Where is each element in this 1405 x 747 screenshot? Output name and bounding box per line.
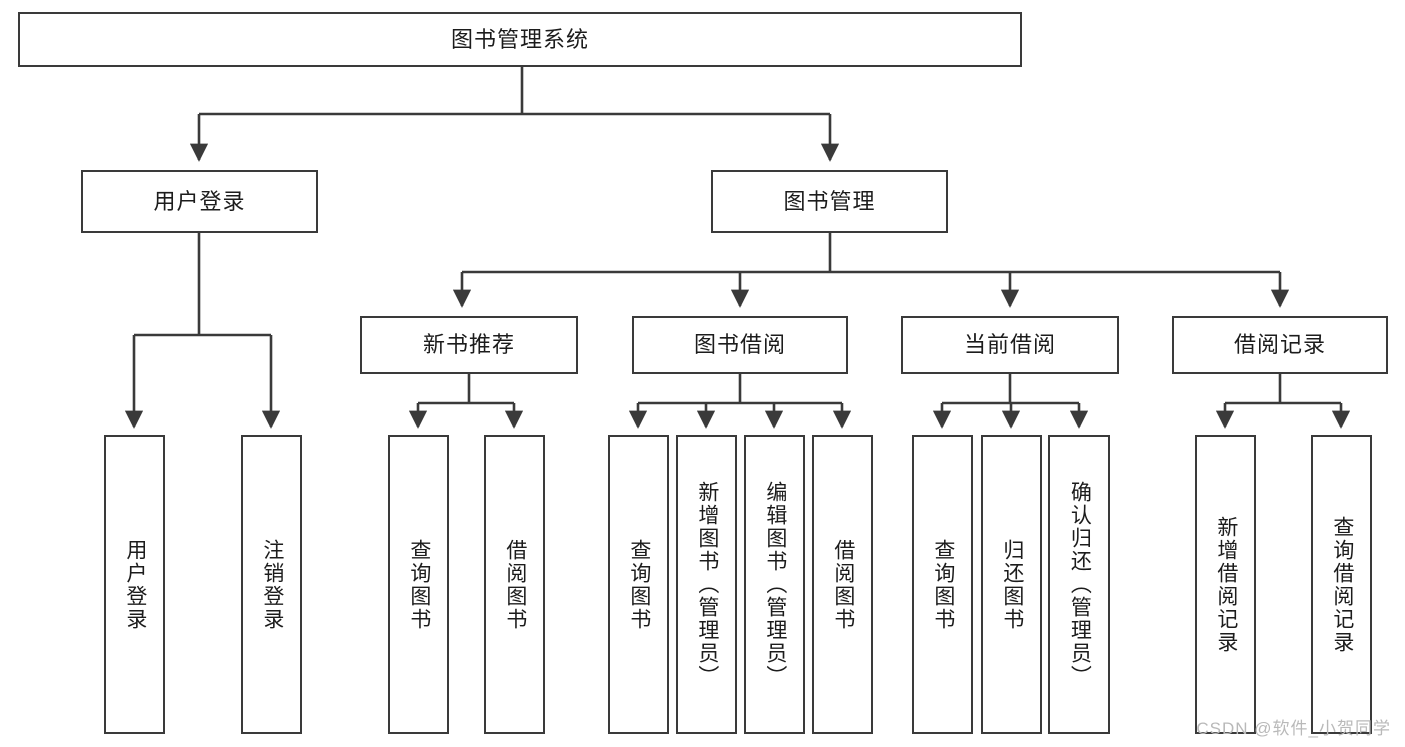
node-label: 编辑图书（管理员） [763, 481, 787, 688]
node-borrow-record[interactable]: 借阅记录 [1172, 316, 1388, 374]
leaf-current-return-book[interactable]: 归还图书 [981, 435, 1042, 734]
leaf-user-login[interactable]: 用户登录 [104, 435, 165, 734]
node-label: 归还图书 [1000, 538, 1024, 631]
leaf-recommend-query-book[interactable]: 查询图书 [388, 435, 449, 734]
leaf-borrow-edit-book[interactable]: 编辑图书（管理员） [744, 435, 805, 734]
node-label: 新增借阅记录 [1214, 515, 1238, 654]
leaf-record-query-record[interactable]: 查询借阅记录 [1311, 435, 1372, 734]
node-label: 新书推荐 [422, 332, 515, 358]
leaf-current-query-book[interactable]: 查询图书 [912, 435, 973, 734]
leaf-current-confirm-return[interactable]: 确认归还（管理员） [1048, 435, 1110, 734]
leaf-record-add-record[interactable]: 新增借阅记录 [1195, 435, 1256, 734]
node-label: 图书管理 [783, 188, 876, 214]
node-label: 确认归还（管理员） [1068, 481, 1092, 688]
node-label: 借阅记录 [1233, 332, 1326, 358]
node-label: 用户登录 [153, 188, 246, 214]
node-label: 查询图书 [407, 538, 431, 631]
node-label: 当前借阅 [963, 332, 1056, 358]
node-label: 用户登录 [123, 538, 147, 631]
node-label: 查询图书 [931, 538, 955, 631]
node-current-borrow[interactable]: 当前借阅 [901, 316, 1119, 374]
node-label: 借阅图书 [831, 538, 855, 631]
leaf-user-logout[interactable]: 注销登录 [241, 435, 302, 734]
leaf-borrow-add-book[interactable]: 新增图书（管理员） [676, 435, 737, 734]
node-book-management[interactable]: 图书管理 [711, 170, 948, 233]
node-label: 借阅图书 [503, 538, 527, 631]
node-label: 查询借阅记录 [1330, 515, 1354, 654]
csdn-watermark: CSDN @软件_小贺同学 [1196, 719, 1391, 738]
node-root-system[interactable]: 图书管理系统 [18, 12, 1022, 67]
leaf-borrow-query-book[interactable]: 查询图书 [608, 435, 669, 734]
node-label: 查询图书 [627, 538, 651, 631]
node-book-borrow[interactable]: 图书借阅 [632, 316, 848, 374]
node-label: 图书借阅 [693, 332, 786, 358]
node-new-book-recommend[interactable]: 新书推荐 [360, 316, 578, 374]
node-label: 图书管理系统 [450, 26, 589, 52]
node-label: 注销登录 [260, 538, 284, 631]
leaf-recommend-borrow-book[interactable]: 借阅图书 [484, 435, 545, 734]
leaf-borrow-borrow-book[interactable]: 借阅图书 [812, 435, 873, 734]
node-user-login[interactable]: 用户登录 [81, 170, 318, 233]
node-label: 新增图书（管理员） [695, 481, 719, 688]
